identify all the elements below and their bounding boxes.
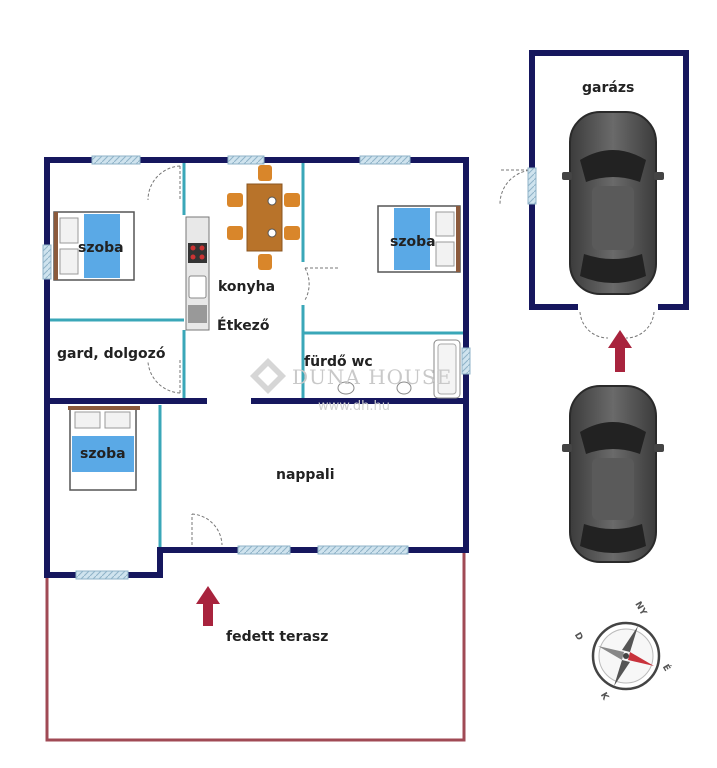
windows [42, 155, 471, 580]
arrow-up-icon [608, 330, 632, 372]
watermark-brand: DUNA HOUSE [292, 365, 452, 389]
room-label-furdo-wc: fürdő wc [304, 354, 373, 370]
room-label-szoba-top-right: szoba [390, 234, 436, 250]
bed-top-left [53, 211, 135, 281]
room-label-nappali: nappali [276, 467, 335, 483]
arrow-up-icon [196, 586, 220, 626]
car-in-garage [562, 111, 664, 295]
room-label-etkezo: Étkező [217, 317, 270, 334]
room-labels: szoba szoba szoba konyha Étkező gard, do… [57, 80, 634, 645]
room-label-garazs: garázs [582, 80, 634, 96]
bed-bottom-left [68, 406, 140, 491]
compass-letter-k: K [598, 691, 611, 703]
kitchen-counter [185, 216, 210, 331]
room-label-szoba-bottom-left: szoba [80, 446, 126, 462]
compass-letter-ny: NY [632, 600, 648, 618]
room-label-fedett-terasz: fedett terasz [226, 629, 328, 645]
room-label-gard-dolgozo: gard, dolgozó [57, 346, 166, 362]
garage [527, 50, 689, 310]
watermark-url: www.dh.hu [318, 399, 390, 414]
room-label-konyha: konyha [218, 279, 275, 295]
compass-icon: NY D É K [572, 600, 673, 703]
inner-walls [47, 162, 464, 550]
car-parked [562, 385, 664, 563]
watermark: DUNA HOUSE www.dh.hu [250, 358, 452, 414]
dining-table [227, 165, 300, 270]
toilet-and-sink [337, 381, 412, 395]
room-label-szoba-top-left: szoba [78, 240, 124, 256]
bathtub [433, 339, 461, 399]
compass-letter-d: D [572, 631, 584, 642]
bed-top-right [377, 205, 461, 273]
compass-letter-e: É [660, 662, 673, 673]
terrace-outline [45, 553, 466, 742]
